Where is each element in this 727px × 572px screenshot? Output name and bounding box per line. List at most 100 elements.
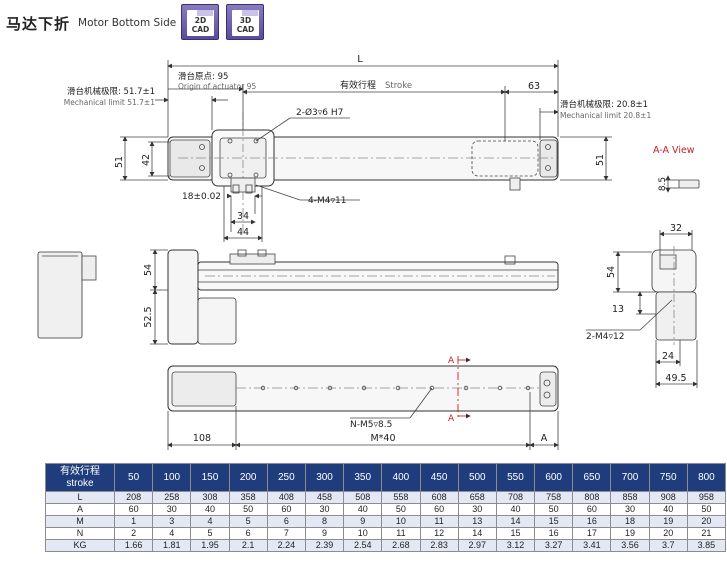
table-cell: 60 [572, 503, 612, 516]
dim-49-5: 49.5 [665, 373, 686, 384]
table-cell: 11 [419, 515, 459, 528]
dim-A: A [541, 433, 548, 444]
table-cell: 5 [228, 515, 268, 528]
table-cell: 17 [572, 527, 612, 540]
table-cell: 558 [381, 491, 421, 504]
row-label: N [45, 527, 115, 540]
table-cell: 2.83 [419, 539, 459, 552]
table-cell: 608 [419, 491, 459, 504]
dim-52-5: 52.5 [143, 306, 154, 327]
tap-m4-label: 4-M4▿11 [308, 196, 346, 206]
table-cell: 20 [648, 527, 688, 540]
table-cell: 358 [228, 491, 268, 504]
dim-18: 18±0.02 [182, 192, 221, 202]
stroke-header: 有效行程 stroke [45, 463, 115, 492]
cad-3d-button[interactable]: 3D CAD [226, 4, 264, 40]
table-cell: 19 [610, 527, 650, 540]
table-cell: 208 [113, 491, 154, 504]
table-cell: 30 [610, 503, 650, 516]
page-title: 马达下折 [6, 14, 71, 33]
stroke-column-header: 300 [304, 463, 345, 492]
table-cell: 1.66 [113, 539, 154, 552]
table-cell: 50 [228, 503, 268, 516]
table-cell: 3.41 [572, 539, 612, 552]
table-cell: 16 [572, 515, 612, 528]
stroke-column-header: 250 [266, 463, 306, 492]
table-cell: 40 [648, 503, 688, 516]
table-cell: 50 [686, 503, 727, 516]
stroke-column-header: 800 [686, 463, 727, 492]
table-cell: 20 [686, 515, 727, 528]
stroke-column-header: 650 [572, 463, 612, 492]
table-cell: 3.56 [610, 539, 650, 552]
table-cell: 658 [457, 491, 497, 504]
stroke-column-header: 350 [343, 463, 383, 492]
cad-3d-sublabel: CAD [236, 25, 255, 34]
table-cell: 30 [152, 503, 192, 516]
top-view [167, 112, 559, 232]
table-cell: 13 [457, 515, 497, 528]
stroke-header-cn: 有效行程 [60, 465, 100, 477]
stroke-column-header: 400 [381, 463, 421, 492]
limit-left-en: Mechanical limit 51.7±1 [64, 98, 155, 107]
page-subtitle: Motor Bottom Side [78, 17, 177, 29]
stroke-header-en: stroke [66, 477, 94, 489]
row-label: M [45, 515, 115, 528]
stroke-column-header: 50 [113, 463, 154, 492]
table-cell: 2 [113, 527, 154, 540]
dim-54-side: 54 [606, 266, 617, 278]
table-cell: 908 [648, 491, 688, 504]
dim-L: L [357, 54, 363, 65]
table-cell: 2.97 [457, 539, 497, 552]
stroke-column-header: 200 [228, 463, 268, 492]
origin-en: Origin of actuator 95 [178, 82, 256, 91]
table-cell: 19 [648, 515, 688, 528]
table-cell: 8 [304, 515, 345, 528]
dim-42: 42 [141, 154, 152, 166]
table-cell: 308 [190, 491, 230, 504]
row-label: A [45, 503, 115, 516]
table-cell: 758 [534, 491, 574, 504]
table-cell: 4 [190, 515, 230, 528]
table-cell: 1.81 [152, 539, 192, 552]
table-cell: 60 [419, 503, 459, 516]
table-cell: 21 [686, 527, 727, 540]
page-header: 马达下折 Motor Bottom Side [6, 12, 176, 34]
tap-m4-12-label: 2-M4▿12 [586, 332, 624, 342]
cad-2d-label: 2D [194, 16, 207, 25]
dim-51-right: 51 [595, 154, 606, 166]
dim-54-front: 54 [143, 264, 154, 276]
dim-13: 13 [612, 304, 624, 315]
table-cell: 15 [534, 515, 574, 528]
table-cell: 1 [113, 515, 154, 528]
stroke-column-header: 150 [190, 463, 230, 492]
row-label: KG [45, 539, 115, 552]
table-cell: 808 [572, 491, 612, 504]
pin-hole-label: 2-Ø3▿6 H7 [296, 107, 343, 118]
table-cell: 958 [686, 491, 727, 504]
stroke-cn: 有效行程 [340, 79, 376, 91]
table-cell: 30 [457, 503, 497, 516]
stroke-column-header: 700 [610, 463, 650, 492]
table-cell: 2.68 [381, 539, 421, 552]
table-cell: 708 [495, 491, 536, 504]
cad-2d-button[interactable]: 2D CAD [181, 4, 219, 40]
limit-right-en: Mechanical limit 20.8±1 [560, 111, 651, 120]
table-cell: 3.27 [534, 539, 574, 552]
table-cell: 458 [304, 491, 345, 504]
table-cell: 508 [343, 491, 383, 504]
floppy-icon: 3D CAD [232, 10, 259, 36]
stroke-en: Stroke [385, 81, 412, 91]
table-cell: 4 [152, 527, 192, 540]
table-cell: 50 [381, 503, 421, 516]
table-cell: 2.54 [343, 539, 383, 552]
table-cell: 40 [495, 503, 536, 516]
table-cell: 5 [190, 527, 230, 540]
table-cell: 3.85 [686, 539, 727, 552]
stroke-column-header: 450 [419, 463, 459, 492]
floppy-icon: 2D CAD [187, 10, 214, 36]
